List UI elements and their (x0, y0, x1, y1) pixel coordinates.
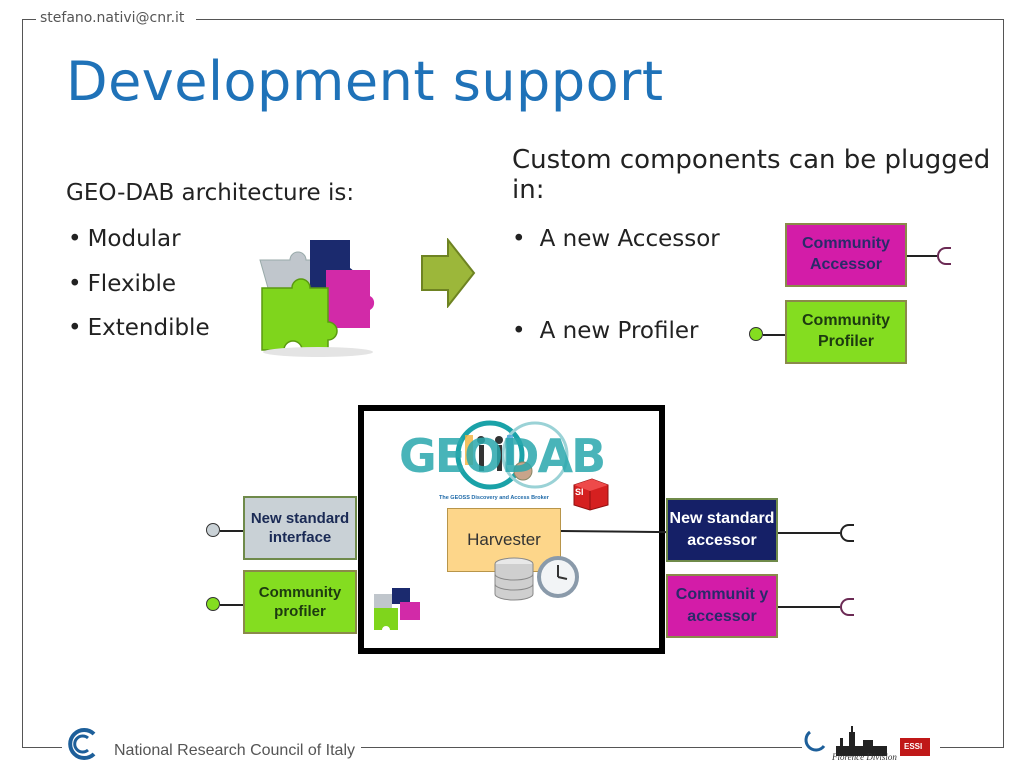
author-email: stefano.nativi@cnr.it (36, 10, 189, 26)
bullet-dot: • (512, 318, 526, 344)
frame-left (22, 19, 23, 747)
frame-top-left (22, 19, 36, 20)
interface-lollipop-icon (206, 523, 220, 537)
slide-title: Development support (66, 50, 664, 113)
profiler-lower-lollipop-icon (206, 597, 220, 611)
profiler-lollipop-icon (749, 327, 763, 341)
new-standard-accessor-box: New standard accessor (666, 498, 778, 562)
community-profiler-lower-box: Community profiler (243, 570, 357, 634)
left-bullet-flexible: •Flexible (68, 271, 177, 297)
right-bullet-profiler: •A new Profiler (512, 318, 699, 344)
red-cube-label: SI (575, 487, 584, 497)
accessor-socket-icon (937, 247, 951, 265)
left-heading: GEO-DAB architecture is: (66, 180, 355, 206)
right-logo-text: Florence Division (832, 752, 897, 762)
clock-icon (537, 556, 579, 598)
accessor-connector (907, 255, 937, 257)
frame-bottom-left (22, 747, 62, 748)
frame-top-right (196, 19, 1004, 20)
puzzle-pieces-icon (259, 240, 375, 357)
geodab-logo: GEODAB The GEOSS Discovery and Access Br… (395, 415, 635, 505)
community-accessor-box: Community Accessor (785, 223, 907, 287)
frame-bottom-right (940, 747, 1004, 748)
new-standard-interface-box: New standard interface (243, 496, 357, 560)
accessor-lower-connector (778, 606, 840, 608)
cnr-logo-icon (68, 728, 96, 760)
left-bullet-extendible: •Extendible (68, 315, 210, 341)
small-puzzle-icon (374, 588, 420, 630)
left-bullet-modular: •Modular (68, 226, 181, 252)
geodab-logo-graphic (455, 420, 569, 490)
standard-accessor-socket-icon (840, 524, 854, 542)
geodab-tagline: The GEOSS Discovery and Access Broker (439, 495, 549, 501)
database-icon (494, 557, 534, 601)
standard-accessor-connector (778, 532, 840, 534)
florence-division-logo (804, 726, 930, 756)
frame-bottom-mid (322, 747, 802, 748)
accessor-lower-socket-icon (840, 598, 854, 616)
right-logo-badge: ESSI (904, 742, 923, 751)
bullet-dot: • (68, 315, 82, 341)
frame-right (1003, 19, 1004, 747)
profiler-connector (763, 334, 785, 336)
bullet-dot: • (68, 226, 82, 252)
right-heading: Custom components can be plugged in: (512, 145, 991, 205)
interface-connector (220, 530, 243, 532)
right-bullet-accessor: •A new Accessor (512, 226, 720, 252)
bullet-dot: • (68, 271, 82, 297)
profiler-lower-connector (220, 604, 243, 606)
footer-organization: National Research Council of Italy (108, 742, 362, 760)
bullet-dot: • (512, 226, 526, 252)
community-accessor-lower-box: Communit y accessor (666, 574, 778, 638)
geodab-logo-text: GEODAB (399, 429, 606, 483)
community-profiler-box: Community Profiler (785, 300, 907, 364)
red-cube-icon (573, 478, 609, 511)
arrow-right-icon (421, 238, 476, 308)
